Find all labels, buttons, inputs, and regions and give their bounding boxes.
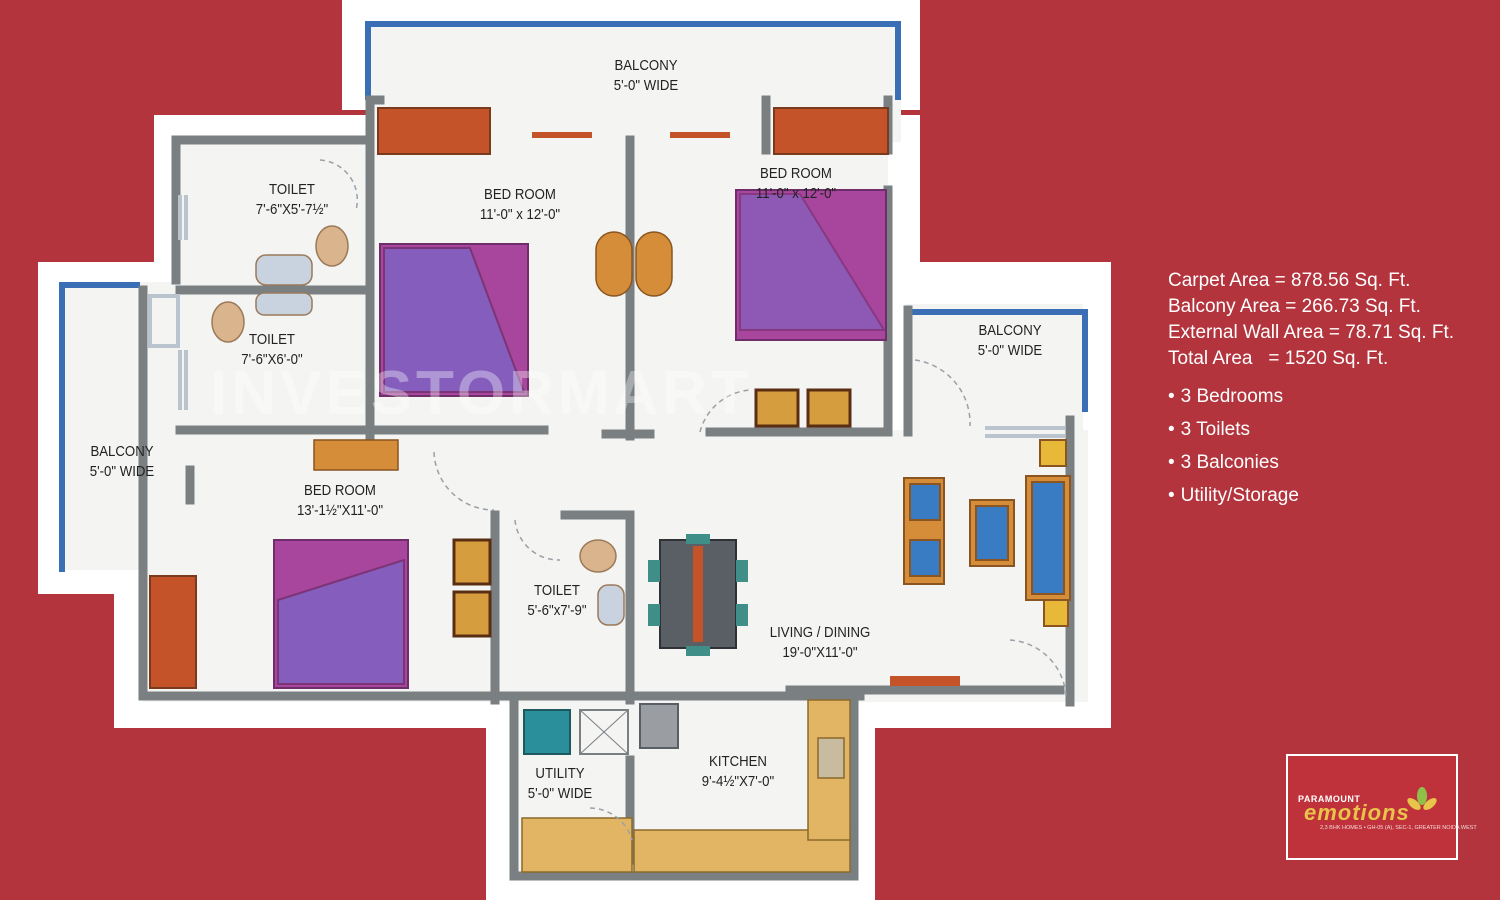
features-list: 3 Bedrooms 3 Toilets 3 Balconies Utility… — [1168, 380, 1454, 512]
area-info-panel: Carpet Area = 878.56 Sq. Ft. Balcony Are… — [1168, 268, 1454, 512]
room-label-kitchen: KITCHEN 9'-4½"X7'-0" — [685, 752, 791, 792]
room-name: BED ROOM — [484, 186, 556, 203]
room-name: BED ROOM — [760, 165, 832, 182]
paramount-emotions-logo: PARAMOUNT emotions 2,3 BHK HOMES • GH-05… — [1286, 754, 1477, 860]
room-name: UTILITY — [535, 765, 585, 782]
balcony-rails — [59, 21, 1088, 572]
room-label-bedroom-1: BED ROOM 11'-0" x 12'-0" — [458, 185, 581, 225]
room-size: 13'-1½"X11'-0" — [296, 502, 384, 519]
balcony-doors — [532, 132, 960, 686]
room-size: 5'-6"x7'-9" — [527, 602, 587, 619]
room-label-balcony-left: BALCONY 5'-0" WIDE — [69, 442, 175, 482]
watermark: INVESTORMART — [210, 359, 753, 428]
sofas — [903, 439, 1071, 627]
room-size: 19'-0"X11'-0" — [782, 644, 858, 661]
external-wall-area: External Wall Area = 78.71 Sq. Ft. — [1168, 322, 1455, 343]
wardrobes — [149, 107, 889, 689]
logo-name: emotions — [1304, 800, 1410, 825]
toilet-fixtures — [211, 225, 625, 626]
room-size: 5'-0" WIDE — [977, 342, 1043, 359]
room-label-utility: UTILITY 5'-0" WIDE — [516, 764, 604, 804]
balcony-area: Balcony Area = 266.73 Sq. Ft. — [1168, 296, 1421, 317]
carpet-area: Carpet Area = 878.56 Sq. Ft. — [1168, 270, 1411, 291]
room-label-toilet-1: TOILET 7'-6"X5'-7½" — [239, 180, 345, 220]
room-label-living-dining: LIVING / DINING 19'-0"X11'-0" — [758, 623, 881, 663]
room-label-balcony-top: BALCONY 5'-0" WIDE — [593, 56, 699, 96]
utility-appliances — [523, 703, 679, 755]
room-name: TOILET — [534, 582, 580, 599]
kitchen-counter — [521, 699, 851, 873]
room-name: KITCHEN — [709, 753, 767, 770]
room-label-toilet-2: TOILET 7'-6"X6'-0" — [219, 330, 325, 370]
room-name: TOILET — [269, 181, 315, 198]
feature-bedrooms: 3 Bedrooms — [1168, 380, 1454, 413]
room-name: TOILET — [249, 331, 295, 348]
door-swings — [319, 159, 1067, 841]
room-label-bedroom-3: BED ROOM 13'-1½"X11'-0" — [278, 481, 401, 521]
room-label-toilet-3: TOILET 5'-6"x7'-9" — [507, 581, 607, 621]
room-size: 9'-4½"X7'-0" — [701, 773, 775, 790]
logo-tagline: 2,3 BHK HOMES • GH-05 (A), SEC-1, GREATE… — [1320, 825, 1477, 831]
room-size: 5'-0" WIDE — [527, 785, 593, 802]
room-size: 5'-0" WIDE — [89, 463, 155, 480]
room-size: 5'-0" WIDE — [613, 77, 679, 94]
room-size: 7'-6"X6'-0" — [241, 351, 303, 368]
room-label-bedroom-2: BED ROOM 11'-0" x 12'-0" — [734, 164, 857, 204]
leaf-icon — [1407, 787, 1437, 810]
room-size: 7'-6"X5'-7½" — [255, 201, 329, 218]
windows — [148, 195, 1065, 438]
logo-brand: PARAMOUNT — [1298, 794, 1361, 804]
feature-balconies: 3 Balconies — [1168, 446, 1454, 479]
floor-area — [62, 22, 1088, 872]
feature-utility: Utility/Storage — [1168, 479, 1454, 512]
walls — [138, 95, 1075, 881]
room-size: 11'-0" x 12'-0" — [479, 206, 561, 223]
room-name: BALCONY — [614, 57, 678, 74]
beds — [273, 189, 887, 689]
total-area: Total Area = 1520 Sq. Ft. — [1168, 348, 1389, 369]
room-name: BALCONY — [90, 443, 154, 460]
feature-toilets: 3 Toilets — [1168, 413, 1454, 446]
chairs — [452, 388, 852, 638]
room-size: 11'-0" x 12'-0" — [755, 185, 837, 202]
room-name: LIVING / DINING — [769, 624, 871, 641]
room-name: BED ROOM — [304, 482, 376, 499]
dressing-tables — [313, 231, 673, 471]
dining-set — [648, 534, 748, 656]
room-name: BALCONY — [978, 322, 1042, 339]
room-label-balcony-right: BALCONY 5'-0" WIDE — [957, 321, 1063, 361]
